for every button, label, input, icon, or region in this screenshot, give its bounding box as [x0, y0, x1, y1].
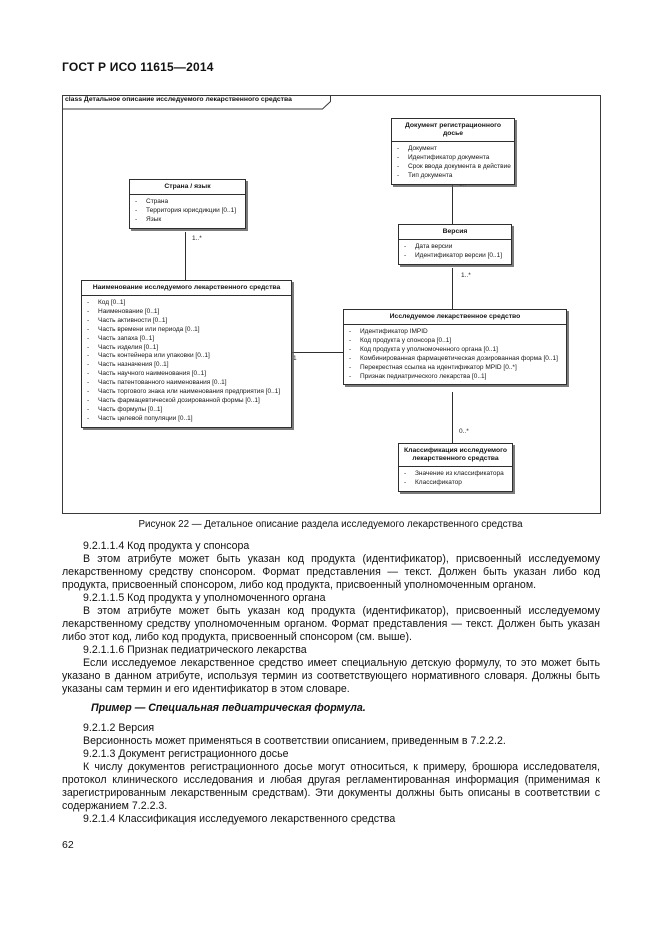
- class-attributes: Значение из классификатораКлассификатор: [399, 467, 512, 491]
- uml-frame: class Детальное описание исследуемого ле…: [62, 95, 601, 514]
- class-box-investigational-product: Исследуемое лекарственное средство Идент…: [343, 309, 567, 386]
- class-attributes: СтранаТерритория юрисдикции [0..1]Язык: [130, 195, 245, 228]
- uml-attribute: Часть контейнера или упаковки [0..1]: [82, 352, 289, 361]
- uml-attribute: Тип документа: [392, 172, 512, 181]
- uml-attribute: Перекрестная ссылка на идентификатор MPI…: [344, 364, 564, 373]
- uml-attribute: Классификатор: [399, 479, 510, 488]
- uml-attribute: Страна: [130, 198, 243, 207]
- uml-attribute: Территория юрисдикции [0..1]: [130, 207, 243, 216]
- multiplicity-label: 1..*: [192, 235, 202, 242]
- paragraph: 9.2.1.3 Документ регистрационного досье: [83, 748, 289, 760]
- class-box-country-language: Страна / язык СтранаТерритория юрисдикци…: [129, 179, 246, 229]
- paragraph: К числу документов регистрационного дось…: [62, 761, 600, 812]
- paragraph: 9.2.1.1.6 Признак педиатрического лекарс…: [83, 644, 307, 656]
- uml-attribute: Часть целевой популяции [0..1]: [82, 415, 289, 424]
- connector-version-imp: [452, 268, 453, 310]
- paragraph: Версионность может применяться в соответ…: [83, 735, 506, 747]
- paragraph: 9.2.1.1.5 Код продукта у уполномоченного…: [83, 592, 326, 604]
- uml-attribute: Наименование [0..1]: [82, 308, 289, 317]
- uml-attribute: Часть изделия [0..1]: [82, 344, 289, 353]
- uml-attribute: Код [0..1]: [82, 299, 289, 308]
- paragraph: В этом атрибуте может быть указан код пр…: [62, 553, 600, 591]
- uml-attribute: Код продукта у спонсора [0..1]: [344, 337, 564, 346]
- paragraph: 9.2.1.2 Версия: [83, 722, 155, 734]
- uml-attribute: Часть времени или периода [0..1]: [82, 326, 289, 335]
- class-attributes: Дата версииИдентификатор версии [0..1]: [399, 240, 511, 264]
- class-title: Версия: [399, 225, 511, 240]
- uml-attribute: Идентификатор документа: [392, 154, 512, 163]
- multiplicity-label: 1..*: [461, 272, 471, 279]
- uml-attribute: Идентификатор IMPID: [344, 328, 564, 337]
- class-box-version: Версия Дата версииИдентификатор версии […: [398, 224, 512, 265]
- uml-attribute: Язык: [130, 216, 243, 225]
- connector-dossier-version: [452, 180, 453, 225]
- class-title: Документ регистрационного досье: [392, 119, 514, 142]
- class-title: Исследуемое лекарственное средство: [344, 310, 566, 325]
- uml-attribute: Часть запаха [0..1]: [82, 335, 289, 344]
- frame-label: class Детальное описание исследуемого ле…: [65, 96, 292, 103]
- uml-attribute: Документ: [392, 145, 512, 154]
- uml-attribute: Срок ввода документа в действие: [392, 163, 512, 172]
- uml-attribute: Часть фармацевтической дозированной форм…: [82, 397, 289, 406]
- class-title: Классификация исследуемого лекарственног…: [399, 444, 512, 467]
- class-attributes: ДокументИдентификатор документаСрок ввод…: [392, 142, 514, 184]
- paragraph: 9.2.1.4 Классификация исследуемого лекар…: [83, 813, 396, 825]
- class-box-imp-classification: Классификация исследуемого лекарственног…: [398, 443, 513, 492]
- class-title: Наименование исследуемого лекарственного…: [82, 281, 291, 296]
- class-box-imp-name: Наименование исследуемого лекарственного…: [81, 280, 292, 428]
- uml-attribute: Часть активности [0..1]: [82, 317, 289, 326]
- paragraph: Если исследуемое лекарственное средство …: [62, 657, 600, 695]
- uml-attribute: Код продукта у уполномоченного органа [0…: [344, 346, 564, 355]
- connector-name-imp: [290, 352, 343, 353]
- multiplicity-label: 0..*: [459, 428, 469, 435]
- uml-attribute: Комбинированная фармацевтическая дозиров…: [344, 355, 564, 364]
- frame-tab-shape: [62, 95, 331, 110]
- frame-label-tab: class Детальное описание исследуемого ле…: [62, 95, 332, 110]
- uml-attribute: Дата версии: [399, 243, 509, 252]
- uml-attribute: Часть научного наименования [0..1]: [82, 370, 289, 379]
- class-title: Страна / язык: [130, 180, 245, 195]
- connector-country-name: [185, 232, 186, 281]
- paragraph: 9.2.1.1.4 Код продукта у спонсора: [83, 540, 250, 552]
- uml-attribute: Часть формулы [0..1]: [82, 406, 289, 415]
- class-attributes: Идентификатор IMPIDКод продукта у спонсо…: [344, 325, 566, 384]
- class-box-dossier-document: Документ регистрационного досье Документ…: [391, 118, 515, 185]
- multiplicity-label: 1: [293, 355, 297, 362]
- doc-header: ГОСТ Р ИСО 11615—2014: [62, 60, 214, 74]
- paragraph: В этом атрибуте может быть указан код пр…: [62, 605, 600, 643]
- uml-attribute: Часть торгового знака или наименования п…: [82, 388, 289, 397]
- connector-imp-classification: [452, 392, 453, 443]
- page-number: 62: [62, 839, 74, 851]
- figure-caption: Рисунок 22 — Детальное описание раздела …: [138, 519, 523, 530]
- uml-attribute: Значение из классификатора: [399, 470, 510, 479]
- class-attributes: Код [0..1]Наименование [0..1]Часть актив…: [82, 296, 291, 427]
- uml-attribute: Часть патентованного наименования [0..1]: [82, 379, 289, 388]
- uml-attribute: Часть назначения [0..1]: [82, 361, 289, 370]
- uml-attribute: Идентификатор версии [0..1]: [399, 252, 509, 261]
- uml-attribute: Признак педиатрического лекарства [0..1]: [344, 373, 564, 382]
- example-paragraph: Пример — Специальная педиатрическая форм…: [91, 702, 366, 714]
